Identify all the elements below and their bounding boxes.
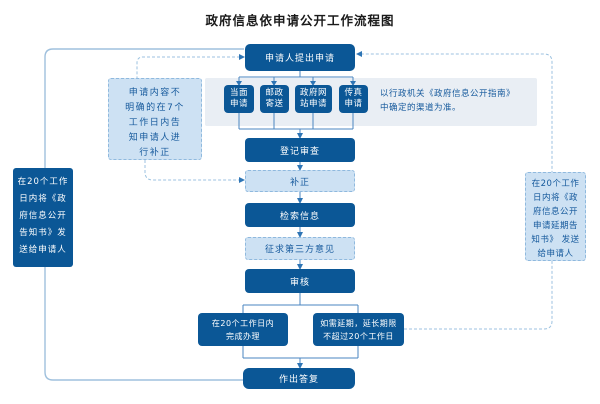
node-register-review: 登记审查 bbox=[245, 138, 355, 162]
note-top-dashed-line bbox=[136, 56, 240, 78]
node-correction: 补正 bbox=[245, 170, 355, 192]
side-note-extension-notice: 在20个工作 日内将《政 府信息公开 申请延期告 知书》 发送 给申请人 bbox=[525, 172, 586, 261]
node-search-information: 检索信息 bbox=[245, 203, 355, 227]
note-bottom-dashed-line bbox=[144, 160, 240, 181]
arrowheads bbox=[236, 81, 356, 369]
page-title: 政府信息依申请公开工作流程图 bbox=[205, 13, 395, 28]
node-extension-limit: 如需延期，延长期限 不超过20个工作日 bbox=[313, 313, 404, 346]
node-channel-gov-website: 政府网 站申请 bbox=[295, 85, 332, 113]
side-note-disclosure-notice: 在20个工作 日内将《政 府信息公开 告知书》发 送给申请人 bbox=[13, 168, 73, 267]
node-complete-within-20-days: 在20个工作日内 完成办理 bbox=[198, 313, 288, 346]
node-channel-in-person: 当面 申请 bbox=[224, 85, 254, 113]
node-make-reply: 作出答复 bbox=[243, 368, 355, 389]
channel-guide-note: 以行政机关《政府信息公开指南》 中确定的渠道为准。 bbox=[380, 89, 516, 113]
note-unclear-application: 申请内容不 明确的在7个 工作日内告 知申请人进 行补正 bbox=[108, 78, 202, 160]
node-review: 审核 bbox=[245, 269, 355, 293]
node-applicant-submit: 申请人提出申请 bbox=[245, 44, 355, 71]
node-third-party-opinion: 征求第三方意见 bbox=[245, 237, 355, 260]
node-channel-postal-mail: 邮政 寄送 bbox=[260, 85, 289, 113]
node-channel-fax: 传真 申请 bbox=[339, 85, 368, 113]
